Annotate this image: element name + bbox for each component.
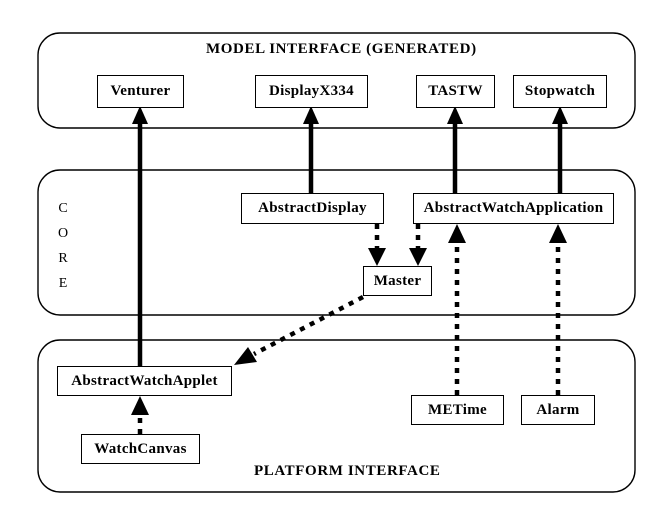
node-venturer[interactable]: Venturer (97, 75, 184, 108)
node-displayx334[interactable]: DisplayX334 (255, 75, 368, 108)
edge-master-to-abstractwatchapplet (234, 295, 365, 365)
node-metime[interactable]: METime (411, 395, 504, 425)
node-abstractwatchapplet[interactable]: AbstractWatchApplet (57, 366, 232, 396)
edge-alarm-to-abstractwatchapplication (549, 224, 567, 395)
panel-platform-interface-outline (37, 339, 636, 493)
edge-abstractdisplay-to-master (368, 224, 386, 266)
node-tastw[interactable]: TASTW (416, 75, 495, 108)
panel-label-core: C O R E (58, 196, 68, 296)
core-letter-e: E (58, 276, 68, 291)
panel-core-outline (37, 169, 636, 316)
node-alarm[interactable]: Alarm (521, 395, 595, 425)
edge-abstractwatchapplet-to-venturer (132, 106, 148, 366)
edge-abstractwatchapplication-to-stopwatch (552, 106, 568, 193)
edge-abstractdisplay-to-displayx334 (303, 106, 319, 193)
core-letter-o: O (58, 226, 69, 241)
node-watchcanvas[interactable]: WatchCanvas (81, 434, 200, 464)
edge-abstractwatchapplication-to-master (409, 224, 427, 266)
core-letter-r: R (58, 251, 68, 266)
node-master[interactable]: Master (363, 266, 432, 296)
edge-metime-to-abstractwatchapplication (448, 224, 466, 395)
panel-model-interface-outline (37, 32, 636, 129)
node-abstractdisplay[interactable]: AbstractDisplay (241, 193, 384, 224)
node-stopwatch[interactable]: Stopwatch (513, 75, 607, 108)
edge-watchcanvas-to-abstractwatchapplet (131, 396, 149, 434)
core-letter-c: C (58, 201, 68, 216)
node-abstractwatchapplication[interactable]: AbstractWatchApplication (413, 193, 614, 224)
panel-label-platform-interface: PLATFORM INTERFACE (254, 463, 441, 479)
edge-abstractwatchapplication-to-tastw (447, 106, 463, 193)
panel-label-model-interface: MODEL INTERFACE (GENERATED) (206, 41, 477, 57)
